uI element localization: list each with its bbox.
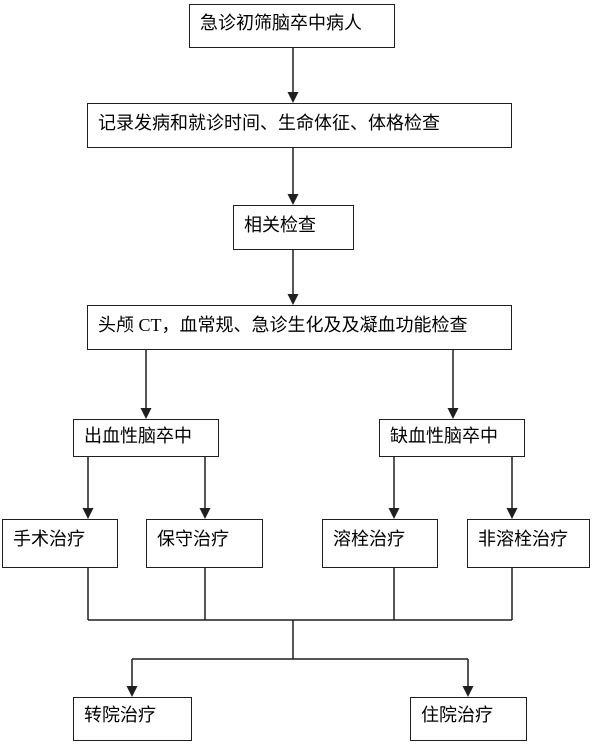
arrowhead-exam-ct [287, 294, 299, 305]
node-non-thrombolysis-label: 非溶栓治疗 [478, 528, 568, 549]
node-surgery-label: 手术治疗 [13, 528, 85, 549]
node-record: 记录发病和就诊时间、生命体征、体格检查 [87, 103, 512, 148]
arrowhead-split-hospitalize [462, 686, 474, 697]
node-related-exam-label: 相关检查 [244, 214, 316, 235]
node-ct-labs: 头颅 CT，血常规、急诊生化及及凝血功能检查 [87, 305, 512, 350]
node-conservative: 保守治疗 [146, 519, 263, 568]
node-start-label: 急诊初筛脑卒中病人 [200, 13, 362, 34]
arrowhead-hemorrhagic-surgery [82, 508, 94, 519]
node-hospitalize: 住院治疗 [410, 697, 527, 741]
node-ischemic: 缺血性脑卒中 [379, 419, 525, 457]
arrowhead-ischemic-nonthrombolysis [506, 508, 518, 519]
arrowhead-ischemic-thrombolysis [388, 508, 400, 519]
node-related-exam: 相关检查 [233, 205, 354, 250]
node-non-thrombolysis: 非溶栓治疗 [467, 519, 590, 568]
node-ct-labs-label: 头颅 CT，血常规、急诊生化及及凝血功能检查 [98, 314, 468, 335]
node-record-label: 记录发病和就诊时间、生命体征、体格检查 [98, 112, 440, 133]
node-hospitalize-label: 住院治疗 [421, 705, 493, 726]
arrowhead-split-transfer [126, 686, 138, 697]
node-hemorrhagic-label: 出血性脑卒中 [84, 426, 192, 447]
node-start: 急诊初筛脑卒中病人 [189, 4, 395, 48]
node-transfer: 转院治疗 [73, 697, 192, 741]
node-thrombolysis-label: 溶栓治疗 [333, 528, 405, 549]
arrowhead-hemorrhagic-conservative [199, 508, 211, 519]
node-conservative-label: 保守治疗 [157, 528, 229, 549]
node-transfer-label: 转院治疗 [84, 705, 156, 726]
node-thrombolysis: 溶栓治疗 [322, 519, 438, 568]
node-ischemic-label: 缺血性脑卒中 [390, 426, 498, 447]
arrowhead-ct-hemorrhagic [140, 408, 152, 419]
arrowhead-start-record [287, 92, 299, 103]
arrowhead-record-exam [287, 194, 299, 205]
node-hemorrhagic: 出血性脑卒中 [73, 419, 219, 457]
node-surgery: 手术治疗 [2, 519, 118, 568]
arrowhead-ct-ischemic [447, 408, 459, 419]
